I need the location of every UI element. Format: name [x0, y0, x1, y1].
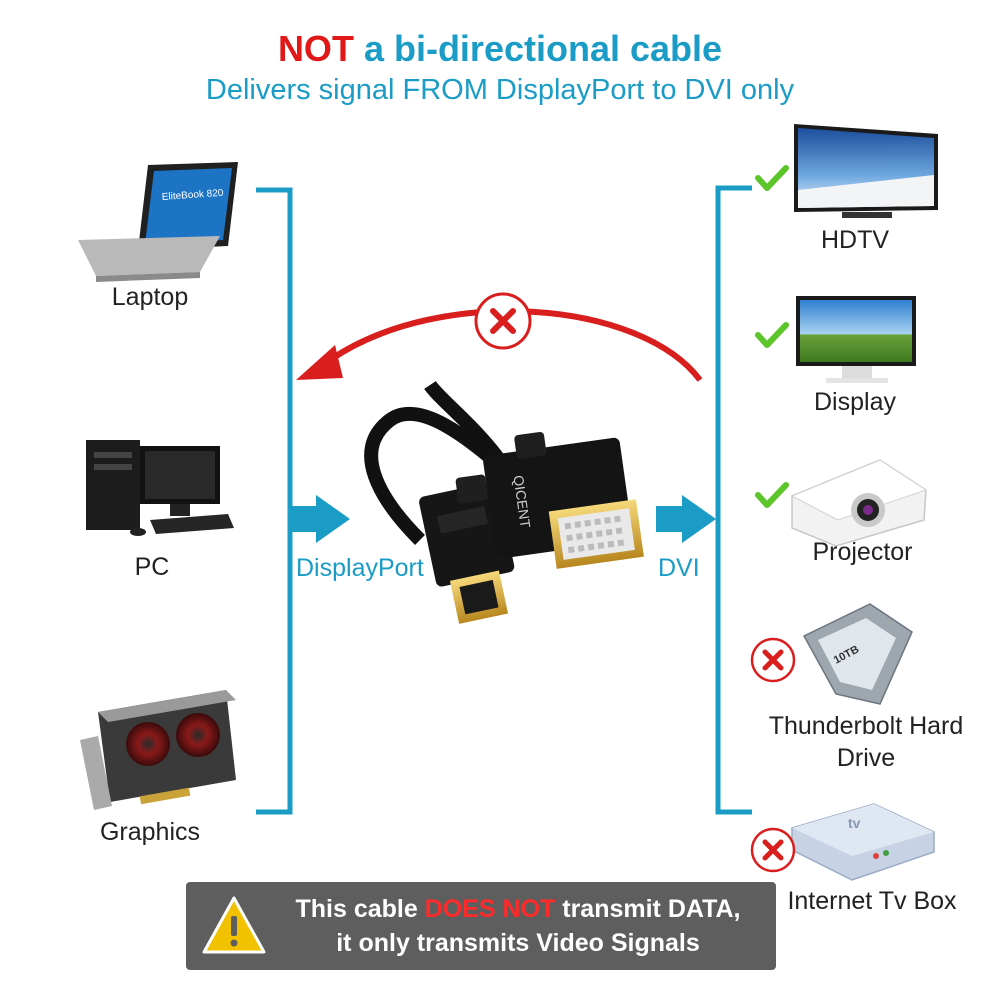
target-label-display: Display: [814, 388, 896, 416]
projector-check-icon: [755, 482, 789, 508]
source-bracket: [256, 187, 293, 815]
target-label-hard-drive: Thunderbolt Hard Drive: [748, 710, 984, 774]
laptop-icon: EliteBook 820: [78, 162, 238, 282]
cable-brand-text: QICENT: [510, 474, 533, 529]
target-label-hard-drive-line2: Drive: [836, 744, 896, 772]
warning-message: This cable DOES NOT transmit DATA, it on…: [295, 895, 741, 957]
graphics-card-icon: [80, 690, 236, 810]
target-label-projector: Projector: [812, 538, 913, 566]
target-bracket: [715, 185, 752, 815]
reverse-direction-arrow-icon: [296, 292, 703, 382]
laptop-screen-text: EliteBook 820: [161, 188, 224, 203]
displayport-label: DisplayPort: [296, 554, 424, 582]
tv-box-icon: tv: [791, 803, 935, 881]
desktop-pc-icon: [86, 440, 234, 536]
dvi-flow-arrow-icon: [656, 495, 716, 543]
source-label-laptop: Laptop: [111, 283, 189, 311]
projector-icon: [790, 459, 928, 547]
page-title: NOT a bi-directional cable: [277, 28, 723, 69]
source-label-pc: PC: [134, 553, 170, 581]
displayport-flow-arrow-icon: [290, 495, 350, 543]
warning-panel: This cable DOES NOT transmit DATA, it on…: [186, 882, 776, 970]
target-label-hdtv: HDTV: [820, 226, 890, 254]
hard-drive-icon: 10TB: [802, 603, 913, 705]
tv-box-cross-icon: [750, 827, 796, 873]
warning-triangle-icon: [202, 896, 266, 954]
monitor-icon: [796, 296, 916, 383]
source-label-graphics: Graphics: [99, 818, 201, 846]
hard-drive-cross-icon: [750, 637, 796, 683]
target-label-tv-box: Internet Tv Box: [787, 887, 957, 915]
dvi-label: DVI: [658, 554, 700, 582]
display-check-icon: [755, 322, 789, 348]
target-label-hard-drive-line1: Thunderbolt Hard: [768, 712, 964, 740]
hdtv-icon: [794, 124, 938, 218]
hdtv-check-icon: [755, 165, 789, 191]
displayport-to-dvi-cable: QICENT: [364, 380, 644, 624]
page-subtitle: Delivers signal FROM DisplayPort to DVI …: [205, 74, 795, 106]
tv-box-logo-text: tv: [848, 815, 861, 831]
